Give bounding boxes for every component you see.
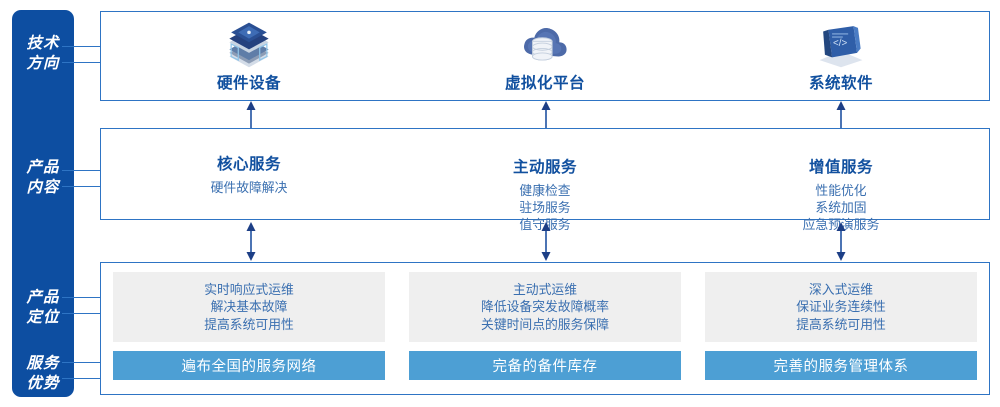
arrow-up-software [836,101,846,128]
advantage-bar-spare-parts[interactable]: 完备的备件库存 [409,351,681,380]
arrow-up-hardware [246,101,256,128]
positioning-box-realtime: 实时响应式运维 解决基本故障 提高系统可用性 [113,272,385,342]
svg-text:</>: </> [833,38,847,49]
tech-direction-column-software[interactable]: </> 系统软件 [693,12,989,100]
rail-label-product-position: 产品 定位 [26,289,60,326]
product-content-column-proactive[interactable]: 主动服务 健康检查 驻场服务 值守服务 [397,129,693,232]
category-rail: 技术 方向 产品 内容 产品 定位 服务 优势 [12,10,74,397]
tech-direction-column-hardware[interactable]: 硬件设备 [101,12,397,100]
tech-direction-panel: 硬件设备 虚拟化平台 [100,11,990,101]
cloud-database-icon [524,28,567,61]
tech-direction-label-virtualization: 虚拟化平台 [504,75,585,92]
positioning-line: 实时响应式运维 [204,281,294,297]
arrow-double-value-added [836,222,846,261]
positioning-line: 关键时间点的服务保障 [481,316,609,332]
advantage-bar-management-system[interactable]: 完善的服务管理体系 [705,351,977,380]
positioning-advantage-panel: 实时响应式运维 解决基本故障 提高系统可用性 遍布全国的服务网络 主动式运维 降… [100,262,990,395]
product-content-column-value-added[interactable]: 增值服务 性能优化 系统加固 应急预演服务 [693,129,989,232]
product-content-item: 性能优化 [815,183,867,198]
product-content-title-value-added: 增值服务 [808,159,873,176]
connector-tech-2 [62,62,102,63]
product-content-item: 健康检查 [519,183,571,198]
positioning-line: 主动式运维 [513,281,577,297]
product-content-item: 驻场服务 [519,200,571,215]
positioning-box-deep: 深入式运维 保证业务连续性 提高系统可用性 [705,272,977,342]
connector-content-1 [62,170,102,171]
positioning-box-proactive: 主动式运维 降低设备突发故障概率 关键时间点的服务保障 [409,272,681,342]
arrow-up-virtualization [541,101,551,128]
positioning-line: 提高系统可用性 [204,316,294,332]
product-content-item: 系统加固 [815,200,867,215]
tech-direction-label-software: 系统软件 [808,75,873,92]
product-content-title-core: 核心服务 [216,156,281,173]
product-content-title-proactive: 主动服务 [512,159,577,176]
product-content-panel: 核心服务 硬件故障解决 主动服务 健康检查 驻场服务 值守服务 增值服务 性能优… [100,128,990,232]
tech-direction-column-virtualization[interactable]: 虚拟化平台 [397,12,693,100]
connector-advantage-1 [62,362,102,363]
bottom-column-realtime[interactable]: 实时响应式运维 解决基本故障 提高系统可用性 遍布全国的服务网络 [101,263,397,394]
advantage-bar-service-network[interactable]: 遍布全国的服务网络 [113,351,385,380]
connector-position-2 [62,313,102,314]
product-content-item: 硬件故障解决 [210,180,288,195]
arrow-double-proactive [541,222,551,261]
product-content-column-core[interactable]: 核心服务 硬件故障解决 [101,129,397,219]
arrow-double-core [246,222,256,261]
bottom-column-deep[interactable]: 深入式运维 保证业务连续性 提高系统可用性 完善的服务管理体系 [693,263,989,394]
connector-content-2 [62,186,102,187]
bottom-column-proactive[interactable]: 主动式运维 降低设备突发故障概率 关键时间点的服务保障 完备的备件库存 [397,263,693,394]
rail-label-product-content: 产品 内容 [26,159,60,196]
server-stack-icon [229,22,269,68]
tech-direction-label-hardware: 硬件设备 [216,75,281,92]
rail-label-service-advantage: 服务 优势 [26,355,60,392]
positioning-line: 保证业务连续性 [796,299,886,315]
rail-label-tech-direction: 技术 方向 [26,35,60,72]
connector-position-1 [62,297,102,298]
positioning-line: 解决基本故障 [210,299,288,315]
connector-tech-1 [62,46,102,47]
connector-advantage-2 [62,378,102,379]
positioning-line: 提高系统可用性 [796,316,886,332]
positioning-line: 降低设备突发故障概率 [481,299,609,315]
software-code-icon: </> [819,26,863,68]
positioning-line: 深入式运维 [809,281,873,297]
